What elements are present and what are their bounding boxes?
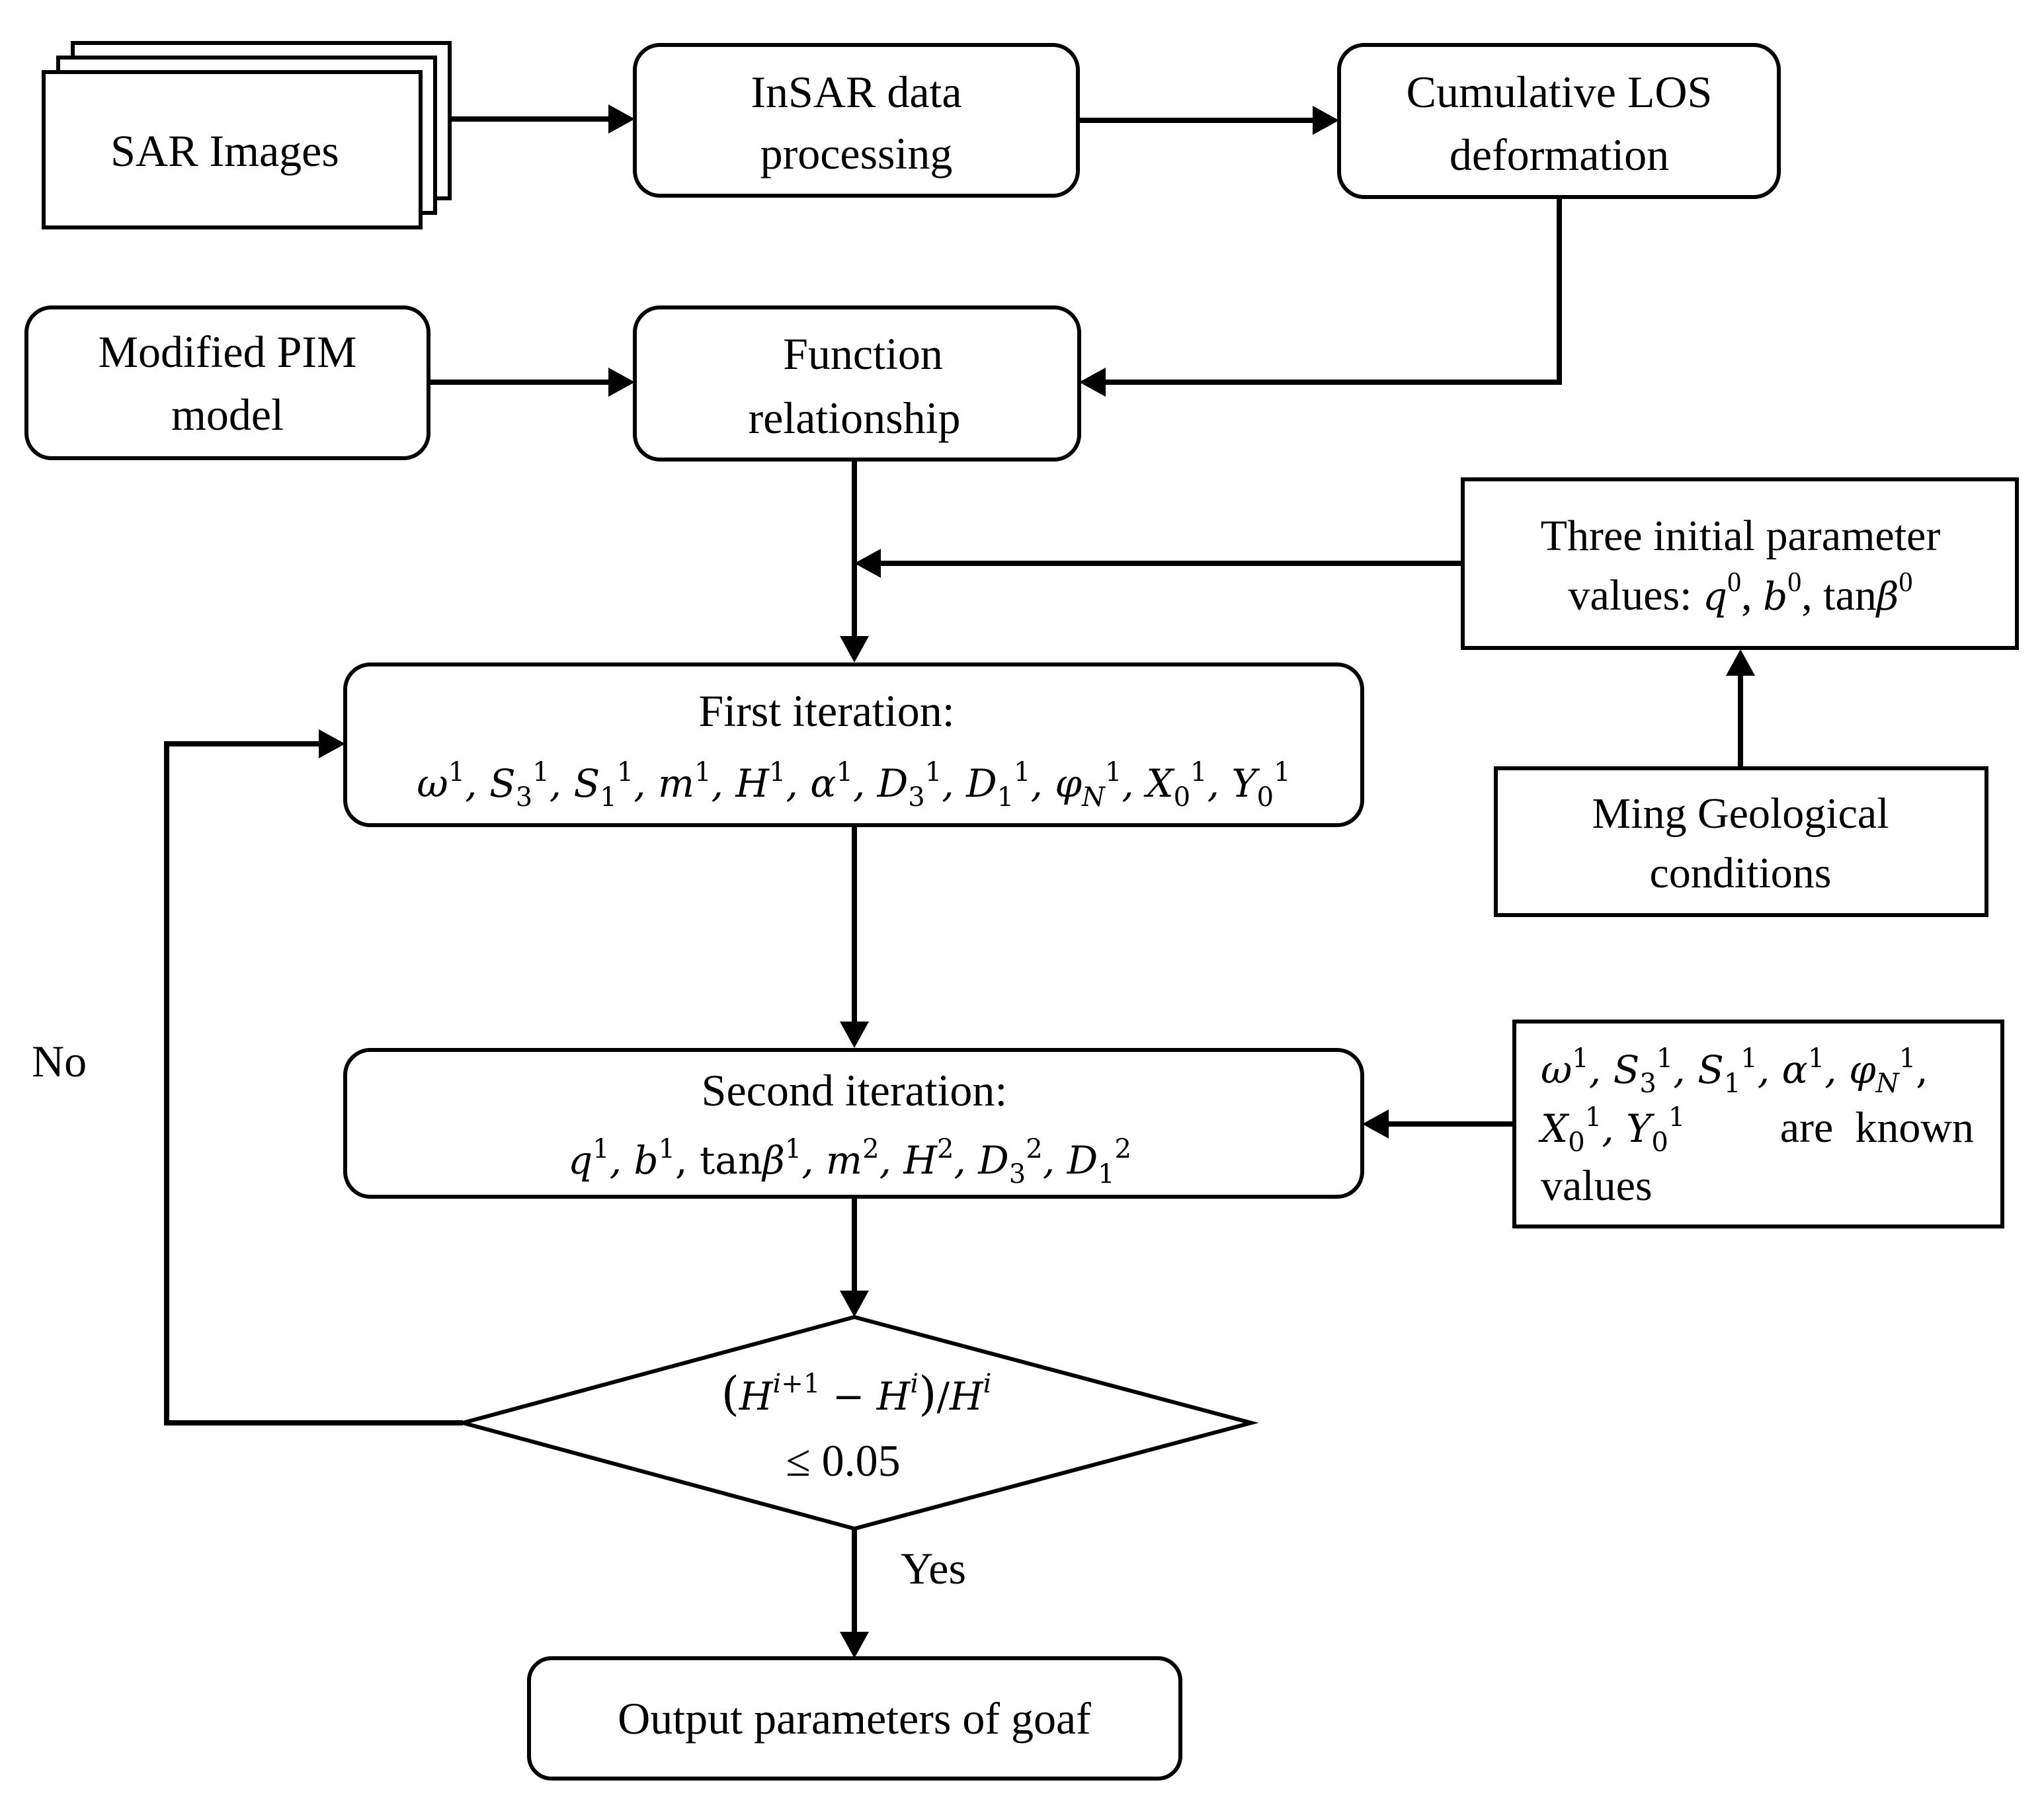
param-b: b [1763,574,1787,619]
arrowhead-decision-top [840,1291,869,1317]
node-sar-images: SAR Images [42,41,452,229]
node-cumulative-los: Cumulative LOS deformation [1337,43,1781,199]
initial-params-line1: Three initial parameter [1541,512,1941,560]
pim-box [24,305,430,460]
first-iteration-title: First iteration: [698,686,954,736]
second-iteration-box [343,1048,1364,1199]
function-label-line2: relationship [748,393,960,443]
param-sep-2: , [1801,571,1823,620]
edge-label-no: No [32,1036,87,1086]
param-tan: tan [1823,571,1877,620]
edges [164,104,1755,1658]
arrowhead-second-top [840,1022,869,1048]
node-output-parameters: Output parameters of goaf [527,1656,1182,1781]
geology-box [1494,766,1988,917]
function-label-line1: Function [783,329,943,379]
node-geological-conditions: Ming Geological conditions [1494,766,1988,917]
arrowhead-second-right [1362,1109,1389,1139]
first-iteration-box [343,663,1364,827]
initial-params-values-word: values: [1569,571,1703,620]
edge-label-yes: Yes [901,1543,966,1593]
param-sep-1: , [1741,571,1763,620]
arrowhead-output-top [840,1632,869,1658]
decision-diamond [455,1314,1259,1531]
arrowhead-first-top [840,636,869,663]
arrowhead-function-left [608,368,635,397]
known-values-line3: values [1541,1162,1653,1210]
second-iteration-title: Second iteration: [702,1065,1008,1115]
arrowhead-function-right [1079,368,1106,397]
edge-decision-no-loop [164,741,463,1426]
node-known-values: ω1, S31, S11, α1, φN1, X01, Y01 are know… [1512,1020,2004,1228]
los-box [1337,43,1781,199]
node-insar-processing: InSAR data processing [633,43,1080,198]
function-box [633,305,1081,462]
arrowhead-insar [608,104,635,134]
geology-label-line1: Ming Geological [1592,789,1889,838]
arrowhead-params-join [854,549,881,578]
node-modified-pim: Modified PIM model [24,305,430,460]
edge-los-to-function [1106,197,1562,385]
initial-params-line2: values: q0, b0, tanβ0 [1569,567,1913,620]
insar-box [633,43,1080,198]
param-b-sup: 0 [1787,567,1801,598]
node-convergence-decision: (Hi+1 − Hi)/Hi ≤ 0.05 [455,1314,1259,1531]
geology-label-line2: conditions [1650,849,1832,897]
sar-images-label: SAR Images [110,126,339,176]
decision-threshold: ≤ 0.05 [786,1435,900,1486]
arrowhead-params-bottom [1726,649,1755,676]
decision-formula: (Hi+1 − Hi)/Hi [721,1367,992,1421]
arrowhead-first-left [319,729,345,758]
los-label-line2: deformation [1450,130,1669,180]
known-values-line2: X01, Y01 [1538,1102,1685,1158]
known-values-are-known: are known [1780,1104,1974,1152]
node-function-relationship: Function relationship [633,305,1081,462]
initial-params-box [1461,477,2019,650]
output-box [527,1656,1182,1781]
first-iteration-params: ω1, S31, S11, m1, H1, α1, D31, D11, φN1,… [417,757,1290,813]
los-label-line1: Cumulative LOS [1407,67,1713,117]
param-beta: β [1875,574,1899,619]
node-first-iteration: First iteration: ω1, S31, S11, m1, H1, α… [343,663,1364,827]
pim-label-line1: Modified PIM [99,327,357,377]
param-q-sup: 0 [1727,567,1741,598]
insar-label-line1: InSAR data [751,67,961,117]
known-values-box [1512,1020,2004,1228]
output-label: Output parameters of goaf [618,1693,1091,1744]
sar-stack-front [42,70,423,229]
insar-label-line2: processing [760,128,953,179]
param-q: q [1703,574,1727,619]
second-iteration-params: q1, b1, tanβ1, m2, H2, D32, D12 [568,1134,1131,1189]
arrowhead-los [1313,106,1339,135]
pim-label-line2: model [171,389,284,440]
node-second-iteration: Second iteration: q1, b1, tanβ1, m2, H2,… [343,1048,1364,1199]
node-initial-parameters: Three initial parameter values: q0, b0, … [1461,477,2019,650]
param-beta-sup: 0 [1899,567,1912,598]
